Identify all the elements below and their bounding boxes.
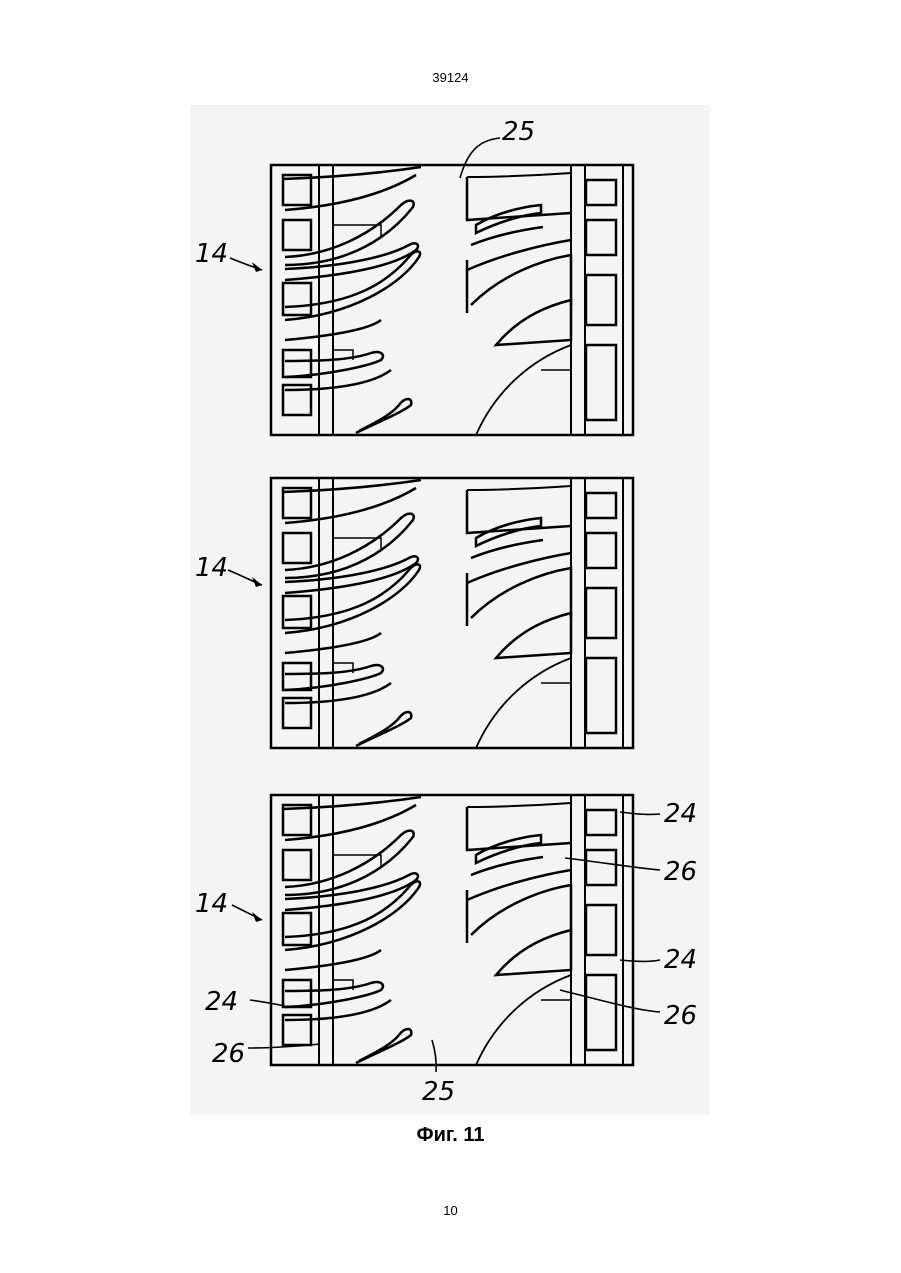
- label-25-top: 25: [502, 117, 535, 147]
- page-number: 10: [0, 1203, 901, 1218]
- panel-bottom: [271, 795, 633, 1065]
- figure-caption: Фиг. 11: [0, 1124, 901, 1147]
- label-24-left: 24: [205, 987, 238, 1017]
- panel-top: [271, 165, 633, 435]
- label-26-left: 26: [212, 1039, 245, 1069]
- label-24-lower-right: 24: [664, 945, 697, 975]
- label-14-middle: 14: [195, 553, 228, 583]
- panel-middle: [271, 478, 633, 748]
- label-26-upper-right: 26: [664, 857, 697, 887]
- label-25-bottom: 25: [422, 1077, 455, 1107]
- label-14-top: 14: [195, 239, 228, 269]
- label-14-bottom: 14: [195, 889, 228, 919]
- label-26-lower-right: 26: [664, 1001, 697, 1031]
- label-24-upper-right: 24: [664, 799, 697, 829]
